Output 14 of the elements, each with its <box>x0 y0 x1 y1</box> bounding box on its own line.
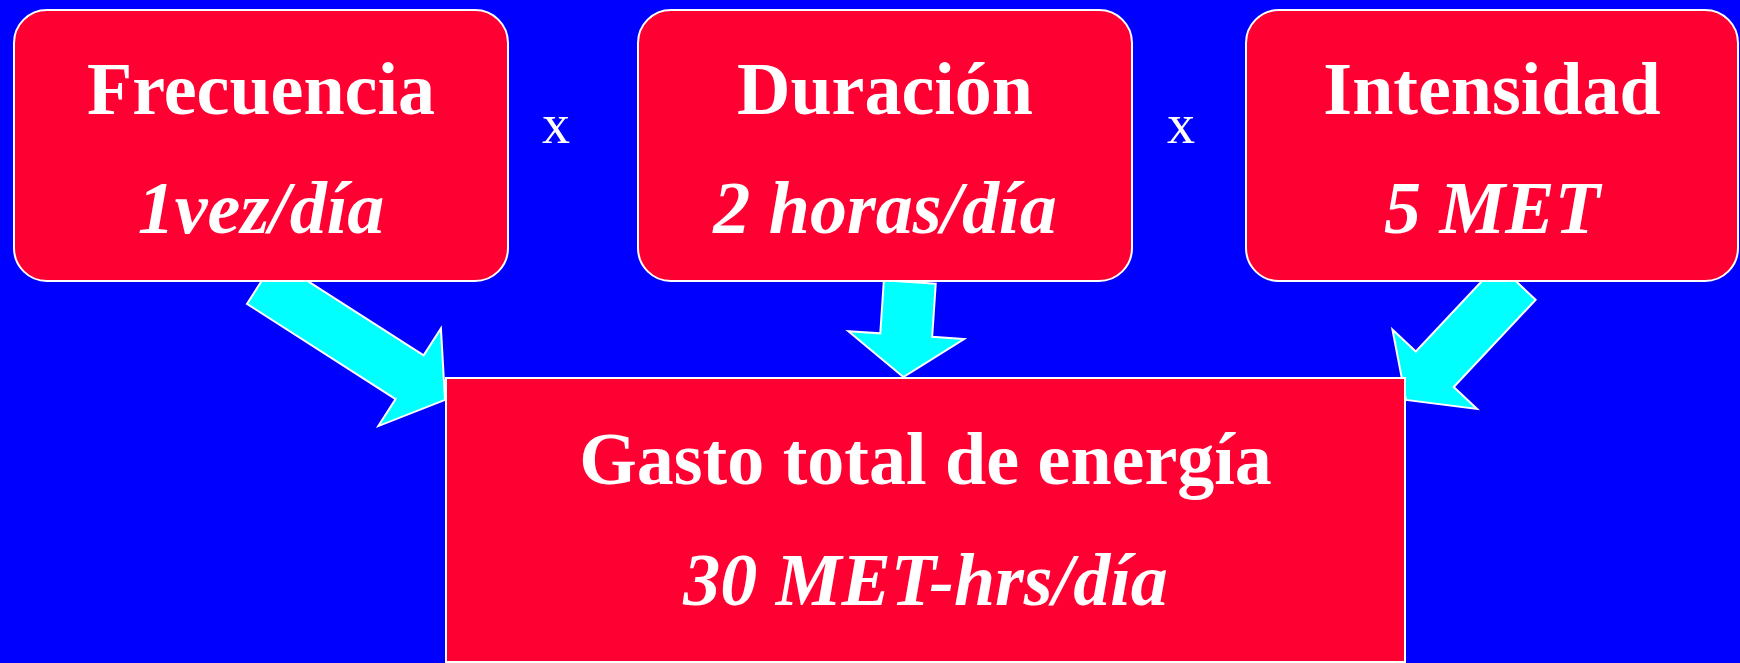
heading-text: Duración <box>737 49 1033 131</box>
value-text: 30 MET-hrs/día <box>683 540 1168 622</box>
factor-box <box>13 9 509 282</box>
heading-text: Gasto total de energía <box>579 419 1272 501</box>
value-text: 1vez/día <box>137 168 385 250</box>
value-text: 2 horas/día <box>713 168 1057 250</box>
result-box <box>445 377 1406 663</box>
heading-text: Intensidad <box>1323 49 1661 131</box>
multiply-sign: x <box>1167 96 1195 152</box>
multiply-sign: x <box>542 96 570 152</box>
factor-box <box>1245 9 1739 282</box>
heading-text: Frecuencia <box>87 49 435 131</box>
block-arrow <box>845 279 968 379</box>
factor-box <box>637 9 1133 282</box>
